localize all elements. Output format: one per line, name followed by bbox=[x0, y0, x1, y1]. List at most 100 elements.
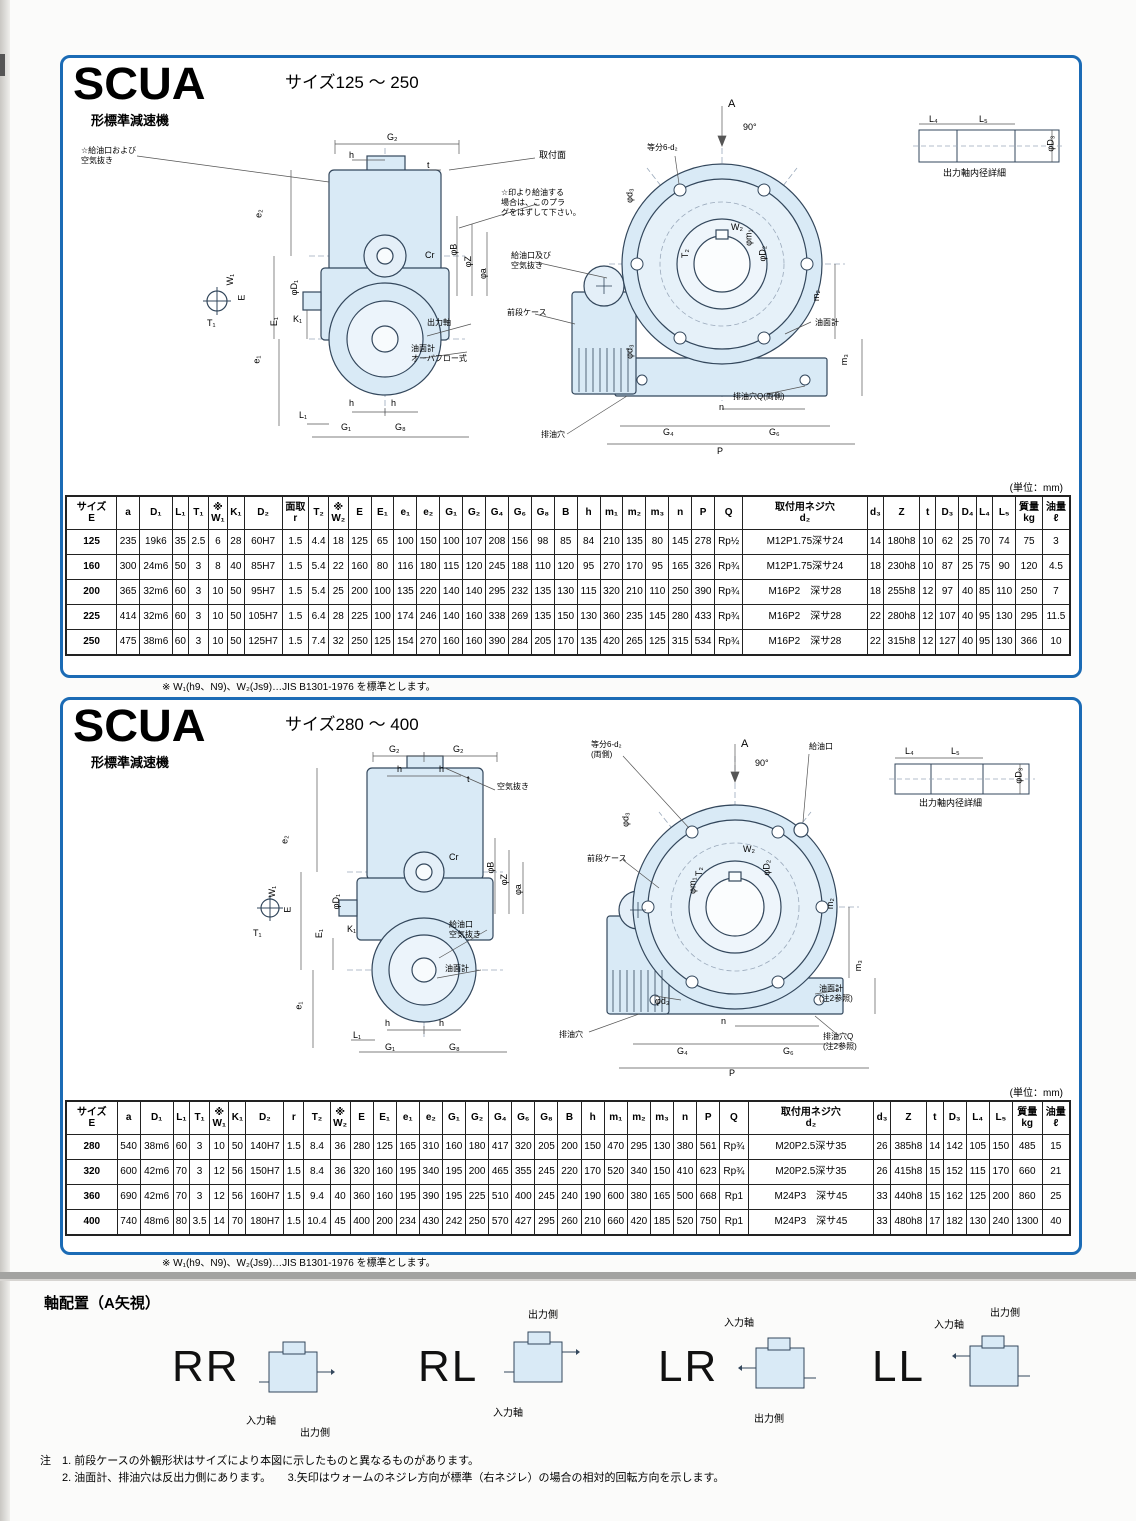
table-cell: 110 bbox=[645, 579, 670, 605]
unit-label-2: (単位：mm) bbox=[1009, 1088, 1063, 1099]
dim-w1: W₁ bbox=[225, 273, 236, 286]
table-cell: 10 bbox=[918, 554, 937, 580]
table-cell: 115 bbox=[965, 1159, 990, 1185]
table-cell: 200 bbox=[65, 579, 118, 605]
dim-g4: G₄ bbox=[663, 427, 674, 437]
table-cell: 250 bbox=[347, 629, 372, 656]
column-header: e₁ bbox=[393, 495, 418, 530]
series-title: SCUA bbox=[73, 58, 206, 109]
table-cell: 150 bbox=[416, 529, 441, 555]
table-cell: 250 bbox=[668, 579, 693, 605]
table-cell: 105H7 bbox=[243, 604, 283, 630]
dim-k1: K₁ bbox=[293, 314, 303, 324]
dim2-phi-m1: φm₁ bbox=[687, 877, 698, 894]
table-cell: 35 bbox=[171, 529, 190, 555]
table-cell: 205 bbox=[530, 629, 555, 656]
page-edge-mark bbox=[0, 54, 5, 76]
column-header: e₂ bbox=[418, 1100, 443, 1135]
dim-h-bot2: h bbox=[391, 398, 397, 408]
table-cell: 180 bbox=[416, 554, 441, 580]
table-cell: 180 bbox=[465, 1134, 490, 1160]
column-header: G₈ bbox=[530, 495, 555, 530]
dim-l4: L₄ bbox=[929, 114, 938, 124]
table-cell: 160 bbox=[65, 554, 118, 580]
table-cell: 860 bbox=[1011, 1184, 1043, 1210]
table-cell: 390 bbox=[418, 1184, 443, 1210]
section-size-280-400: SCUA 形標準減速機 サイズ280 ～ 400 bbox=[60, 697, 1082, 1255]
table-cell: 165 bbox=[395, 1134, 420, 1160]
column-header: 取付用ネジ穴 d₂ bbox=[742, 495, 868, 530]
table-cell: 340 bbox=[418, 1159, 443, 1185]
table-cell: 1.5 bbox=[283, 1159, 305, 1185]
dim-h-bot1: h bbox=[349, 398, 355, 408]
table-cell: 430 bbox=[418, 1209, 443, 1236]
table-cell: 170 bbox=[580, 1159, 605, 1185]
table-cell: 225 bbox=[465, 1184, 490, 1210]
dim2-h-top2: h bbox=[439, 764, 445, 774]
table-cell: 230h8 bbox=[883, 554, 920, 580]
table-cell: 125 bbox=[347, 529, 372, 555]
dim2-w2: W₂ bbox=[743, 844, 755, 854]
table-cell: 45 bbox=[329, 1209, 351, 1236]
table-cell: 310 bbox=[418, 1134, 443, 1160]
table-cell: 127 bbox=[935, 629, 960, 656]
dim-phi-d1: φD₁ bbox=[289, 279, 300, 296]
table-cell: 33 bbox=[873, 1184, 891, 1210]
table-cell: 190 bbox=[580, 1184, 605, 1210]
table-cell: 600 bbox=[116, 1159, 141, 1185]
table-cell: 365 bbox=[116, 579, 141, 605]
config-drawing-rl bbox=[504, 1331, 580, 1383]
table-cell: 156 bbox=[507, 529, 532, 555]
table-cell: 50 bbox=[227, 629, 245, 656]
table-cell: 180H7 bbox=[245, 1209, 285, 1236]
column-header: T₂ bbox=[308, 495, 329, 530]
table-cell: 500 bbox=[673, 1184, 698, 1210]
table-cell: 380 bbox=[626, 1184, 651, 1210]
dim2-t: t bbox=[467, 774, 470, 784]
table-cell: 160 bbox=[441, 1134, 467, 1160]
callout2-oil-port: 給油口 bbox=[809, 742, 833, 751]
column-header: E bbox=[347, 495, 372, 530]
column-header: m₂ bbox=[626, 1100, 651, 1135]
table-cell: 70 bbox=[228, 1209, 247, 1236]
table-cell: 390 bbox=[691, 579, 716, 605]
table-cell: Rp¾ bbox=[714, 604, 744, 630]
table-cell: 56 bbox=[228, 1159, 247, 1185]
table-cell: 10 bbox=[207, 604, 229, 630]
dim-phi-b: φB bbox=[448, 243, 459, 256]
dim2-phi-d2: φD₂ bbox=[761, 859, 772, 876]
column-header: Q bbox=[714, 495, 744, 530]
table-cell: 50 bbox=[227, 579, 245, 605]
callout2-drain-hole: 排油穴 bbox=[559, 1030, 583, 1039]
column-header: G₁ bbox=[439, 495, 464, 530]
column-header: h bbox=[576, 495, 601, 530]
column-header: h bbox=[580, 1100, 605, 1135]
dim2-m2: m₂ bbox=[824, 898, 835, 910]
table-cell: 740 bbox=[116, 1209, 141, 1236]
view-arrow-a: A bbox=[728, 98, 736, 110]
table-cell: 385h8 bbox=[889, 1134, 927, 1160]
table-cell: 70 bbox=[172, 1159, 191, 1185]
table-cell: 180h8 bbox=[883, 529, 920, 555]
column-header: D₃ bbox=[942, 1100, 967, 1135]
dim-w2: W₂ bbox=[731, 222, 743, 232]
table-cell: 18 bbox=[866, 579, 885, 605]
column-header: L₅ bbox=[992, 495, 1017, 530]
dim-m2: m₂ bbox=[810, 290, 821, 302]
table-cell: 320 bbox=[511, 1134, 536, 1160]
column-header: d₃ bbox=[873, 1100, 891, 1135]
table-cell: M16P2 深サ28 bbox=[742, 629, 868, 656]
column-header: B bbox=[553, 495, 578, 530]
callout-drain-hole: 排油穴 bbox=[541, 430, 565, 439]
column-header: e₁ bbox=[395, 1100, 420, 1135]
table-cell: 21 bbox=[1041, 1159, 1071, 1185]
dim-phi-a: φa bbox=[477, 268, 488, 280]
callout-drain-q: 排油穴Q(両側) bbox=[733, 392, 785, 401]
table-cell: 120 bbox=[462, 554, 487, 580]
table-cell: 160 bbox=[462, 604, 487, 630]
table-cell: 280 bbox=[668, 604, 693, 630]
table-cell: 433 bbox=[691, 604, 716, 630]
table-cell: 210 bbox=[580, 1209, 605, 1236]
